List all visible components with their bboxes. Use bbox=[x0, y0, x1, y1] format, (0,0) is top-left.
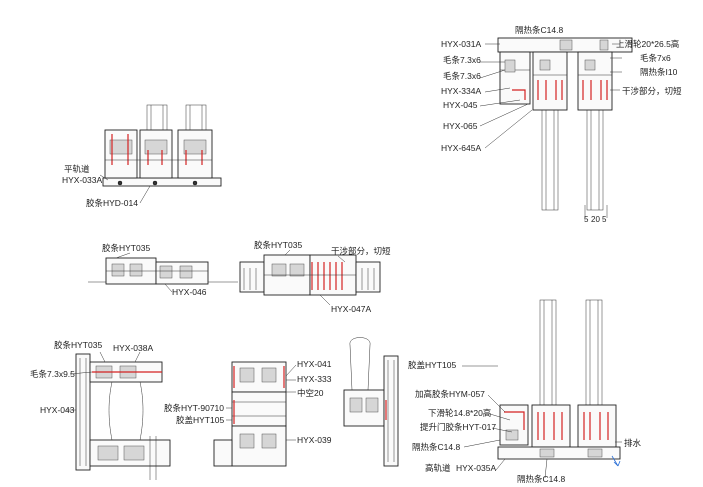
label-gasket-hyt90710: 胶条HYT-90710 bbox=[164, 403, 224, 413]
label-hollow-20: 中空20 bbox=[297, 388, 324, 398]
bl-vertical-frame bbox=[75, 353, 91, 471]
glass-panel-br-right bbox=[585, 299, 603, 406]
label-high-track: 高轨道 bbox=[425, 463, 451, 473]
label-gasket-hyd014: 胶条HYD-014 bbox=[86, 198, 138, 208]
label-insulation-i10: 隔热条I10 bbox=[640, 67, 678, 77]
mr-frame-left bbox=[239, 261, 265, 293]
red-gasket-right bbox=[582, 80, 608, 100]
label-gasket-hyt035-a: 胶条HYT035 bbox=[102, 243, 150, 253]
label-drain: 排水 bbox=[624, 438, 642, 448]
red-gasket-interference bbox=[311, 262, 343, 290]
handle-section bbox=[343, 337, 399, 467]
label-hyx-065: HYX-065 bbox=[443, 121, 478, 131]
label-hyx-039: HYX-039 bbox=[297, 435, 332, 445]
label-hyx-043: HYX-043 bbox=[40, 405, 75, 415]
bottom-left-section: 胶条HYT035 HYX-038A 毛条7.3x9.5 HYX-043 bbox=[30, 340, 171, 480]
label-hyx-033a: HYX-033A bbox=[62, 175, 102, 185]
bottom-center-section: HYX-041 HYX-333 中空20 胶条HYT-90710 胶盖HYT10… bbox=[164, 359, 332, 467]
label-gasket-hyt035-b: 胶条HYT035 bbox=[254, 240, 302, 250]
red-gasket-br-left bbox=[504, 411, 525, 430]
label-interference-cut-a: 干涉部分，切短 bbox=[622, 86, 682, 96]
label-gasket-cover-hyt105-b: 胶盖HYT105 bbox=[408, 360, 456, 370]
label-insulation-c148-bottom: 隔热条C14.8 bbox=[517, 474, 565, 484]
label-hyx-041: HYX-041 bbox=[297, 359, 332, 369]
br-insulation-bottom bbox=[539, 448, 555, 458]
glass-panel-br-middle bbox=[539, 299, 557, 406]
glass-panel-right bbox=[586, 109, 604, 211]
dim-20: 20 bbox=[591, 215, 600, 224]
label-hyx-047a: HYX-047A bbox=[331, 304, 371, 314]
label-hyx-035a: HYX-035A bbox=[456, 463, 496, 473]
label-lift-door-gasket: 提升门胶条HYT-017 bbox=[420, 422, 496, 432]
bl-bracket-shape bbox=[108, 381, 144, 441]
label-gasket-cover-hyt105-a: 胶盖HYT105 bbox=[176, 415, 224, 425]
label-insulation-c148-mid: 隔热条C14.8 bbox=[412, 442, 460, 452]
handle-shape bbox=[349, 337, 371, 391]
label-brush-73x95: 毛条7.3x9.5 bbox=[30, 369, 75, 379]
red-gasket-tl-right bbox=[185, 150, 203, 165]
red-gasket-br-right bbox=[583, 412, 609, 440]
insulation-strip bbox=[559, 39, 573, 51]
hr-vertical-frame bbox=[383, 355, 399, 467]
dim-5-left: 5 bbox=[584, 215, 589, 224]
label-flat-track: 平轨道 bbox=[64, 164, 90, 174]
red-gasket-bc-upper bbox=[233, 366, 285, 388]
label-hyx-038a: HYX-038A bbox=[113, 343, 153, 353]
bc-mid-profile bbox=[231, 391, 287, 427]
label-raised-gasket-hym057: 加高胶条HYM-057 bbox=[415, 389, 485, 399]
label-hyx-046: HYX-046 bbox=[172, 287, 207, 297]
red-gasket-tl-mid bbox=[147, 150, 163, 165]
label-insulation-c148-top: 隔热条C14.8 bbox=[515, 25, 563, 35]
label-hyx-645a: HYX-645A bbox=[441, 143, 481, 153]
label-hyx-045: HYX-045 bbox=[443, 100, 478, 110]
label-brush-73x6-b: 毛条7.3x6 bbox=[443, 71, 481, 81]
top-left-section: 平轨道 HYX-033A 胶条HYD-014 bbox=[62, 104, 222, 208]
red-gasket-left bbox=[512, 89, 526, 100]
label-brush-7x6: 毛条7x6 bbox=[640, 53, 671, 63]
middle-right-section: 胶条HYT035 干涉部分，切短 HYX-047A bbox=[239, 240, 391, 314]
label-upper-pulley: 上滑轮20*26.5高 bbox=[616, 39, 679, 49]
label-brush-73x6-a: 毛条7.3x6 bbox=[443, 55, 481, 65]
red-gasket-br-middle bbox=[537, 412, 563, 440]
glass-panel-middle bbox=[541, 109, 559, 211]
drain-arrow-icon bbox=[611, 455, 621, 467]
top-right-section: 5 20 5 隔热条C14.8 HYX-031A 上滑轮20*26.5高 毛条7… bbox=[441, 25, 682, 224]
label-lower-pulley: 下滑轮14.8*20高 bbox=[428, 408, 491, 418]
label-hyx-333: HYX-333 bbox=[297, 374, 332, 384]
bc-base bbox=[213, 439, 233, 467]
label-gasket-hyt035-c: 胶条HYT035 bbox=[54, 340, 102, 350]
bottom-right-section: 胶盖HYT105 加高胶条HYM-057 下滑轮14.8*20高 提升门胶条HY… bbox=[408, 299, 642, 484]
label-hyx-334a: HYX-334A bbox=[441, 86, 481, 96]
dim-5-right: 5 bbox=[602, 215, 607, 224]
red-gasket-middle bbox=[537, 80, 563, 100]
label-interference-cut-b: 干涉部分，切短 bbox=[331, 246, 391, 256]
pulley-block bbox=[599, 39, 609, 51]
middle-left-section: 胶条HYT035 HYX-046 bbox=[88, 243, 238, 297]
label-hyx-031a: HYX-031A bbox=[441, 39, 481, 49]
